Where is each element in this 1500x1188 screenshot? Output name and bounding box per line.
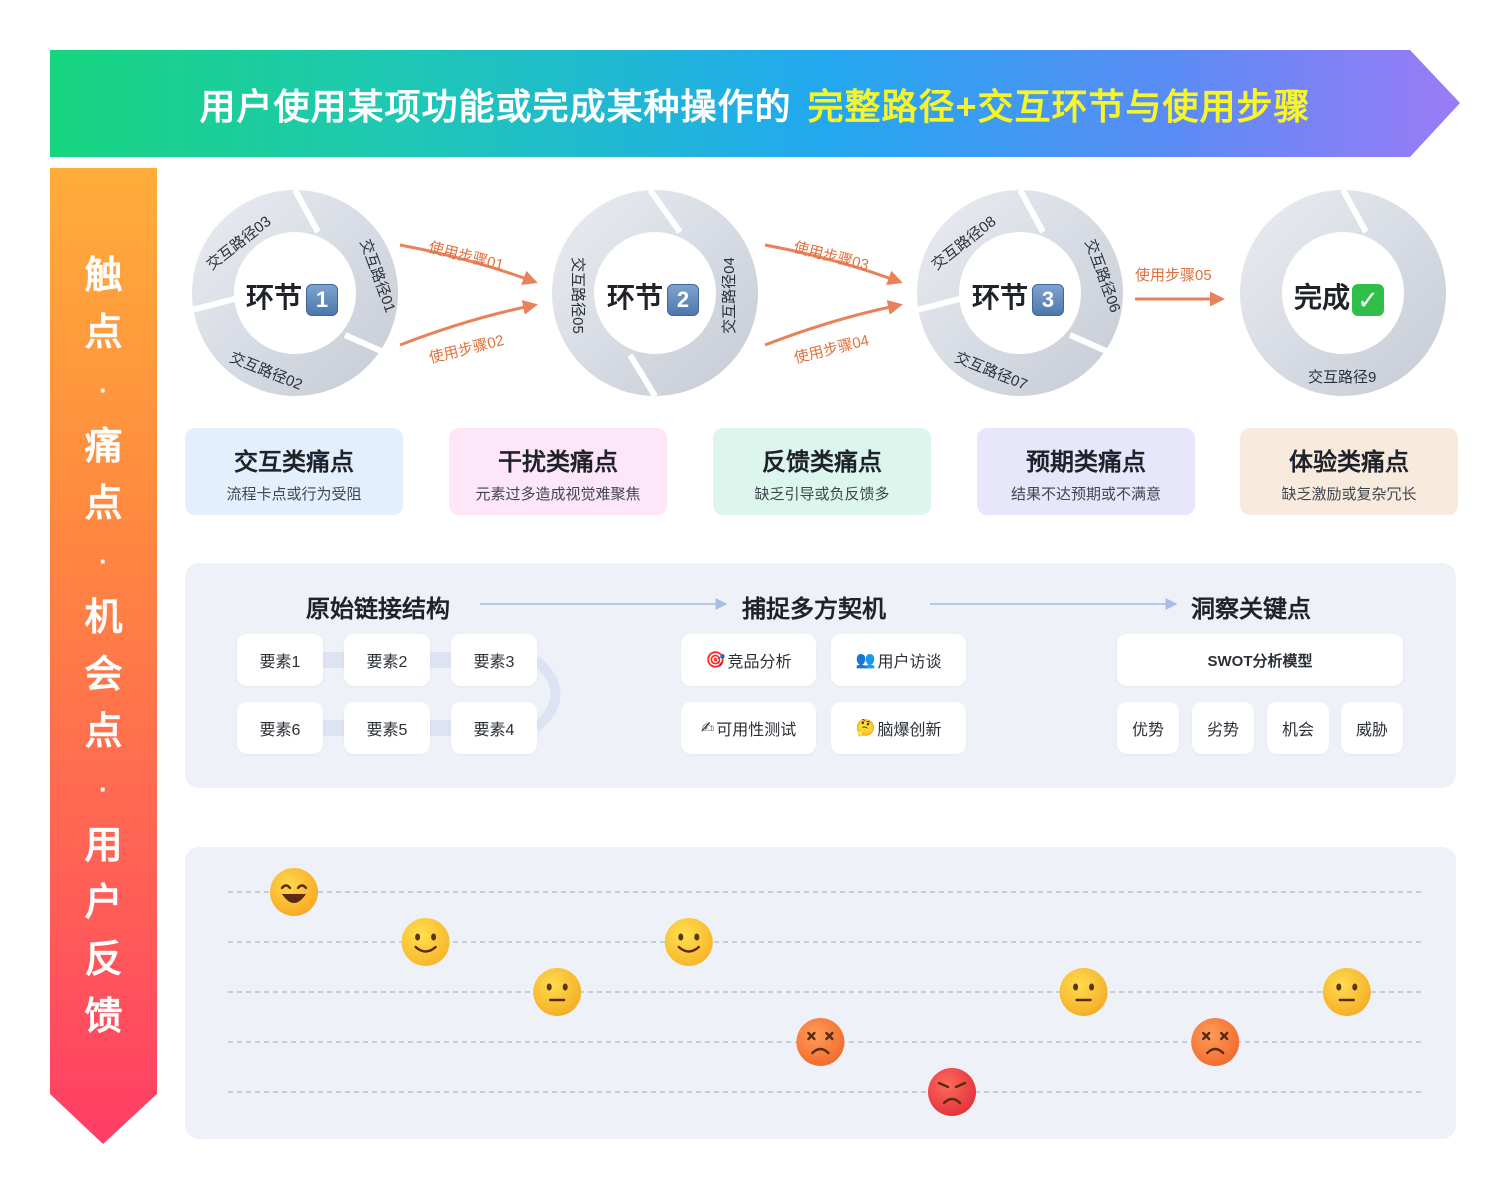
side-separator: ·: [99, 375, 108, 405]
side-char: 户: [84, 882, 123, 924]
pain-card-subtitle: 元素过多造成视觉难聚焦: [475, 486, 641, 503]
number-badge: 3: [1032, 283, 1065, 316]
element-chip: 要素1: [237, 634, 323, 686]
pain-card-interaction: 交互类痛点 流程卡点或行为受阻: [185, 428, 403, 515]
emotion-face-happy-icon: [664, 918, 713, 966]
opportunity-chip: 🤔脑爆创新: [831, 702, 966, 754]
side-char: 机: [84, 597, 123, 639]
header-banner: [50, 50, 1460, 157]
side-char: 点: [84, 483, 123, 525]
swot-chip: 威胁: [1341, 702, 1403, 754]
emotion-face-angry-icon: [928, 1068, 976, 1116]
side-banner: [50, 168, 157, 1144]
emotion-curve-panel: [185, 847, 1456, 1139]
element-chip: 要素2: [344, 634, 430, 686]
swot-model-chip: SWOT分析模型: [1117, 634, 1403, 686]
pain-card-experience: 体验类痛点 缺乏激励或复杂冗长: [1240, 428, 1458, 515]
analysis-connectors: [322, 598, 1178, 736]
opportunity-chip: 👥用户访谈: [831, 634, 966, 686]
users-icon: 👥: [855, 652, 876, 669]
swot-chip: 机会: [1267, 702, 1329, 754]
pain-card-subtitle: 缺乏引导或负反馈多: [754, 486, 890, 503]
title-main: 用户使用某项功能或完成某种操作的: [199, 85, 792, 127]
step-arrow-04: [764, 300, 903, 347]
pain-card-feedback: 反馈类痛点 缺乏引导或负反馈多: [713, 428, 931, 515]
side-banner-text: 触 点 · 痛 点 · 机 会 点 · 用 户 反 馈: [50, 248, 157, 1046]
side-char: 用: [84, 825, 123, 867]
emotion-face-very-happy-icon: [270, 868, 318, 916]
emotion-face-frustrated-icon: [1191, 1018, 1240, 1066]
swot-chip: 劣势: [1192, 702, 1254, 754]
emotion-face-neutral-icon: [1322, 968, 1371, 1016]
opportunity-chip: ✍可用性测试: [681, 702, 816, 754]
opportunity-chip: 🎯竞品分析: [681, 634, 816, 686]
flow-diagram: [191, 188, 1446, 398]
side-char: 点: [84, 711, 123, 753]
emotion-face-happy-icon: [401, 918, 450, 966]
pain-card-subtitle: 缺乏激励或复杂冗长: [1281, 486, 1417, 503]
title-highlight: 完整路径+交互环节与使用步骤: [807, 85, 1311, 127]
pain-card-title: 干扰类痛点: [498, 449, 618, 476]
pain-card-subtitle: 结果不达预期或不满意: [1010, 486, 1161, 503]
step-label: 使用步骤05: [1135, 267, 1212, 284]
section-title-structure: 原始链接结构: [306, 596, 450, 623]
pain-card-subtitle: 流程卡点或行为受阻: [226, 486, 362, 503]
path-label: 交互路径9: [1308, 369, 1377, 386]
step-arrow-01: [399, 243, 538, 285]
side-separator: ·: [99, 774, 108, 804]
number-badge: 1: [306, 283, 339, 316]
step-arrow-03: [764, 243, 903, 285]
section-title-opportunities: 捕捉多方契机: [742, 596, 886, 623]
target-icon: 🎯: [705, 652, 726, 669]
side-char: 反: [84, 939, 123, 981]
pain-card-distraction: 干扰类痛点 元素过多造成视觉难聚焦: [449, 428, 667, 515]
pain-card-title: 交互类痛点: [234, 449, 354, 476]
element-chip: 要素4: [451, 702, 537, 754]
pain-card-title: 体验类痛点: [1289, 449, 1409, 476]
element-chip: 要素5: [344, 702, 430, 754]
node-ring-1: [191, 188, 398, 396]
writing-hand-icon: ✍: [700, 720, 715, 737]
side-char: 会: [84, 654, 123, 696]
check-mark-icon: ✓: [1352, 283, 1385, 316]
emotion-face-frustrated-icon: [796, 1018, 845, 1066]
thinking-face-icon: 🤔: [855, 720, 876, 737]
element-chip: 要素6: [237, 702, 323, 754]
emotion-face-neutral-icon: [1059, 968, 1108, 1016]
pain-card-expectation: 预期类痛点 结果不达预期或不满意: [977, 428, 1195, 515]
section-title-insights: 洞察关键点: [1191, 596, 1311, 623]
side-char: 痛: [84, 426, 123, 468]
side-char: 触: [84, 255, 123, 297]
number-badge: 2: [667, 283, 700, 316]
pain-card-title: 预期类痛点: [1026, 449, 1146, 476]
side-char: 馈: [84, 996, 123, 1038]
node-ring-4: [1240, 188, 1446, 396]
node-ring-2: [552, 188, 758, 398]
page-title: 用户使用某项功能或完成某种操作的 完整路径+交互环节与使用步骤: [50, 50, 1460, 157]
node-ring-3: [916, 188, 1123, 396]
pain-card-title: 反馈类痛点: [762, 449, 882, 476]
emotion-face-neutral-icon: [533, 968, 582, 1016]
side-separator: ·: [99, 546, 108, 576]
node-label-4: 完成✓: [1294, 276, 1385, 316]
swot-chip: 优势: [1117, 702, 1179, 754]
element-chip: 要素3: [451, 634, 537, 686]
side-char: 点: [84, 312, 123, 354]
step-arrow-02: [399, 300, 538, 347]
